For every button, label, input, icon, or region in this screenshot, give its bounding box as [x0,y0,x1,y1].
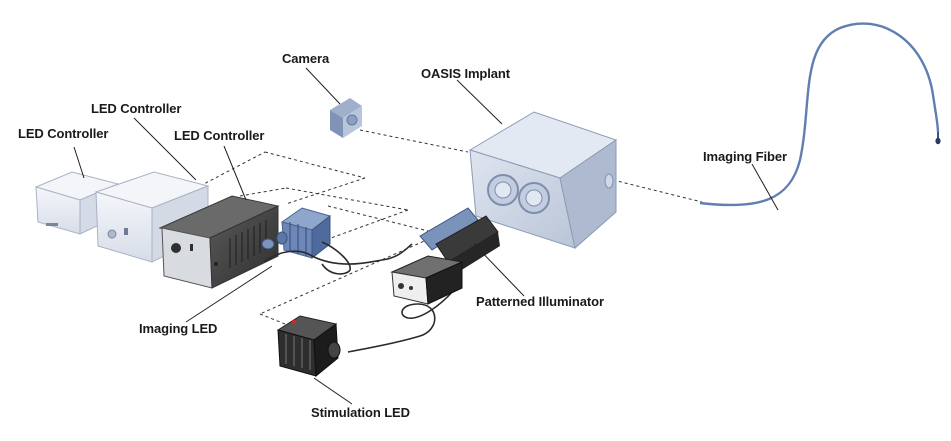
label-patterned-illuminator: Patterned Illuminator [476,294,604,309]
dashed-connections [199,129,703,327]
patterned-illuminator-device [390,207,500,305]
oasis-implant-box [468,111,618,249]
camera-device [330,98,362,138]
imaging-led-device [261,207,332,260]
label-led-controller-1: LED Controller [18,126,109,141]
pointer-lines [73,67,779,405]
label-imaging-led: Imaging LED [139,321,218,336]
label-led-controller-3: LED Controller [174,128,265,143]
label-camera: Camera [282,51,330,66]
led-controller-3-device [158,195,280,289]
label-oasis-implant: OASIS Implant [421,66,510,81]
imaging-fiber [699,22,941,207]
cables [263,241,455,353]
label-imaging-fiber: Imaging Fiber [703,149,787,164]
stimulation-led-device [276,315,341,378]
label-stimulation-led: Stimulation LED [311,405,410,420]
label-led-controller-2: LED Controller [91,101,182,116]
